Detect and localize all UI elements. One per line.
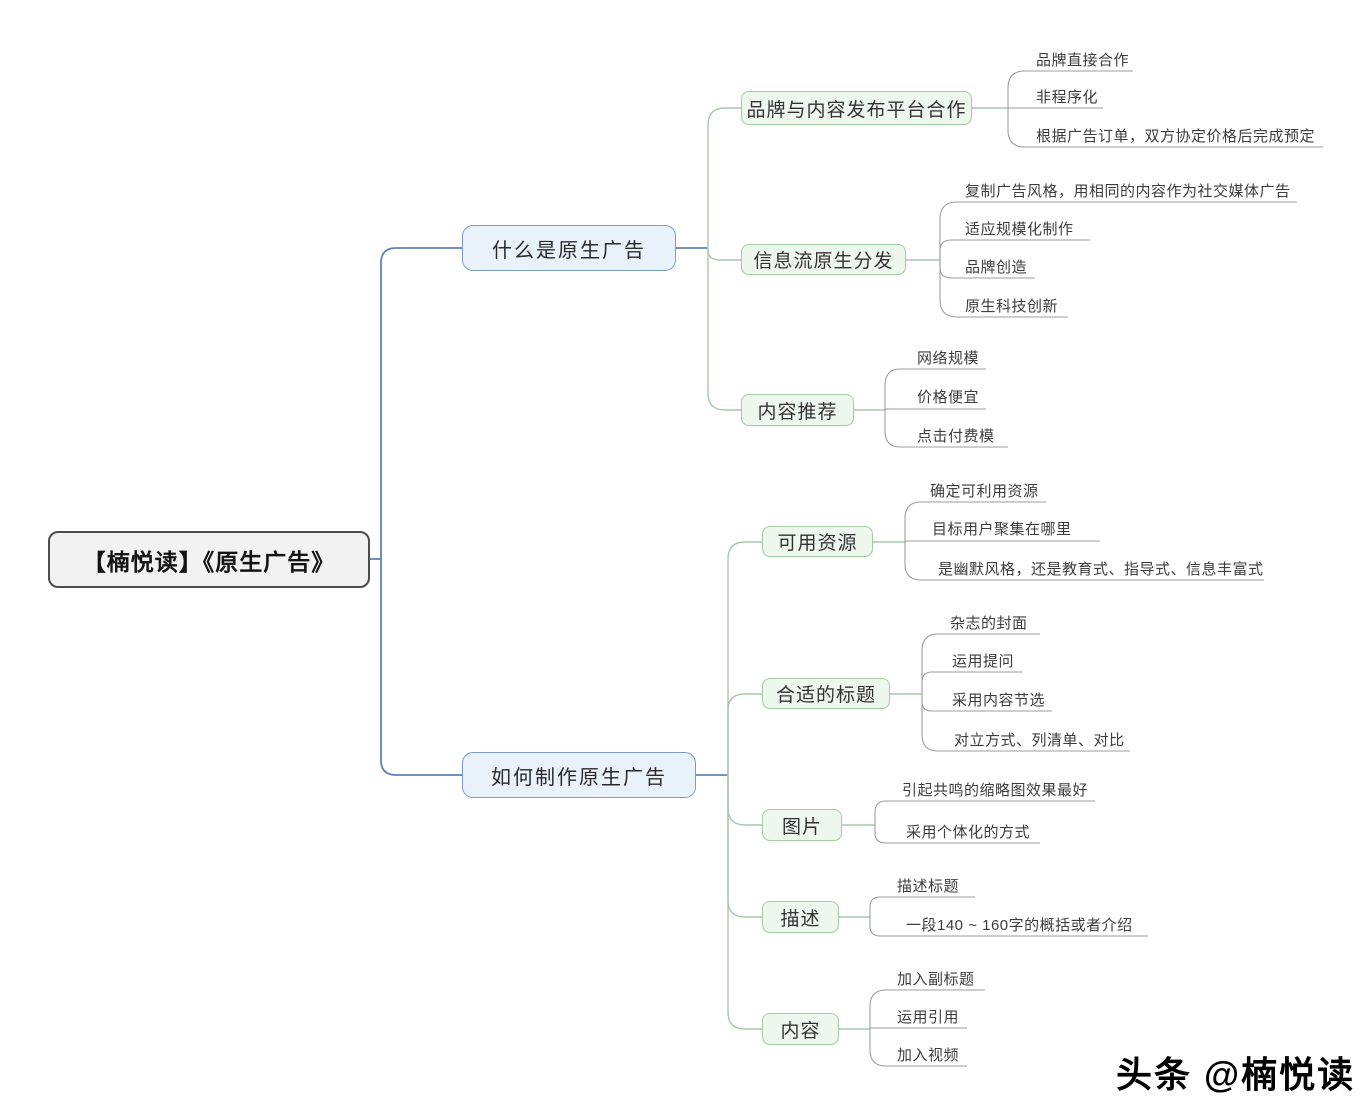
leaf-node[interactable]: 价格便宜 <box>917 389 980 406</box>
node-brand-platform-cooperation[interactable]: 品牌与内容发布平台合作 <box>741 91 972 125</box>
leaf-node[interactable]: 品牌创造 <box>965 259 1028 276</box>
leaf-node[interactable]: 非程序化 <box>1036 89 1099 106</box>
leaf-node[interactable]: 根据广告订单，双方协定价格后完成预定 <box>1036 128 1316 145</box>
leaf-node[interactable]: 原生科技创新 <box>965 298 1059 315</box>
node-what-is-native-ad[interactable]: 什么是原生广告 <box>462 225 676 271</box>
leaf-node[interactable]: 采用内容节选 <box>952 692 1046 709</box>
leaf-node[interactable]: 采用个体化的方式 <box>906 824 1031 841</box>
root-branch-links <box>370 247 728 776</box>
leaf-node[interactable]: 网络规模 <box>917 350 980 367</box>
leaf-node[interactable]: 适应规模化制作 <box>965 221 1074 238</box>
leaf-node[interactable]: 品牌直接合作 <box>1036 52 1130 69</box>
root-node[interactable]: 【楠悦读】《原生广告》 <box>48 531 370 588</box>
node-image[interactable]: 图片 <box>762 809 842 841</box>
leaf-node[interactable]: 描述标题 <box>897 878 960 895</box>
leaf-node[interactable]: 加入视频 <box>897 1047 960 1064</box>
leaf-node[interactable]: 一段140 ~ 160字的概括或者介绍 <box>906 917 1133 934</box>
node-feed-native-distribution[interactable]: 信息流原生分发 <box>741 244 906 275</box>
leaf-node[interactable]: 目标用户聚集在哪里 <box>932 521 1072 538</box>
leaf-node[interactable]: 杂志的封面 <box>950 615 1028 632</box>
leaf-node[interactable]: 对立方式、列清单、对比 <box>954 732 1125 749</box>
node-how-to-make-native-ad[interactable]: 如何制作原生广告 <box>462 752 696 798</box>
leaf-node[interactable]: 运用提问 <box>952 653 1015 670</box>
leaf-node[interactable]: 复制广告风格，用相同的内容作为社交媒体广告 <box>965 183 1291 200</box>
node-suitable-title[interactable]: 合适的标题 <box>762 678 890 709</box>
leaf-node[interactable]: 引起共鸣的缩略图效果最好 <box>902 782 1089 799</box>
node-available-resources[interactable]: 可用资源 <box>762 526 873 557</box>
node-description[interactable]: 描述 <box>762 901 839 933</box>
leaf-node[interactable]: 加入副标题 <box>897 971 975 988</box>
node-content-recommendation[interactable]: 内容推荐 <box>741 394 854 426</box>
leaf-node[interactable]: 是幽默风格，还是教育式、指导式、信息丰富式 <box>938 561 1264 578</box>
leaf-node[interactable]: 确定可利用资源 <box>930 483 1039 500</box>
leaf-node[interactable]: 点击付费模 <box>917 428 995 445</box>
node-content[interactable]: 内容 <box>762 1013 839 1045</box>
leaf-node[interactable]: 运用引用 <box>897 1009 960 1026</box>
watermark-label: 头条 @楠悦读 <box>1116 1054 1356 1095</box>
